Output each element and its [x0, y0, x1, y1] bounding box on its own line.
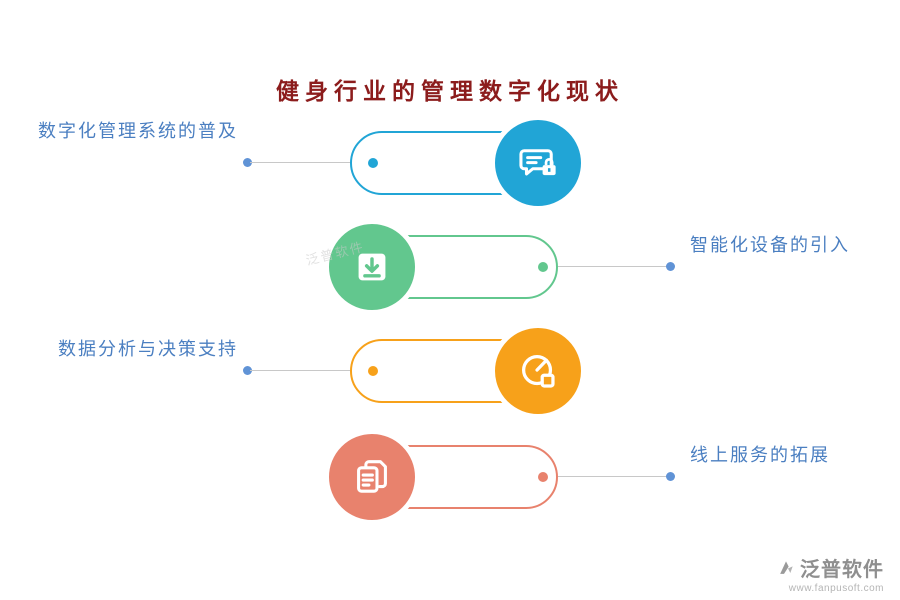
documents-icon [349, 454, 395, 500]
pill-dot [368, 158, 378, 168]
item-4-label: 线上服务的拓展 [690, 445, 830, 465]
connector-dot [243, 158, 252, 167]
connector-dot [666, 262, 675, 271]
item-2-icon-circle [324, 219, 420, 315]
item-2-label: 智能化设备的引入 [690, 235, 850, 255]
diagram-title: 健身行业的管理数字化现状 [276, 79, 624, 104]
pie-chart-icon [515, 348, 561, 394]
connector-line [250, 370, 352, 371]
brand-name: 泛普软件 [800, 559, 884, 581]
footer-branding: 泛普软件 www.fanpusoft.com [776, 553, 884, 594]
connector-line [250, 162, 352, 163]
pill-dot [368, 366, 378, 376]
item-4-icon-circle [324, 429, 420, 525]
pill-dot [538, 472, 548, 482]
pill-dot [538, 262, 548, 272]
item-1-icon-circle [490, 115, 586, 211]
connector-line [556, 266, 668, 267]
brand-url: www.fanpusoft.com [788, 583, 884, 594]
connector-dot [666, 472, 675, 481]
watermark-text: 泛普软件 [304, 238, 367, 269]
item-3-icon-circle [490, 323, 586, 419]
chat-lock-icon [515, 140, 561, 186]
connector-line [556, 476, 668, 477]
item-3-pill [350, 339, 578, 403]
fanpu-logo-icon [776, 558, 796, 578]
item-4-pill [330, 445, 558, 509]
item-1-pill [350, 131, 578, 195]
connector-dot [243, 366, 252, 375]
item-3-label: 数据分析与决策支持 [58, 339, 238, 359]
item-1-label: 数字化管理系统的普及 [38, 121, 238, 141]
